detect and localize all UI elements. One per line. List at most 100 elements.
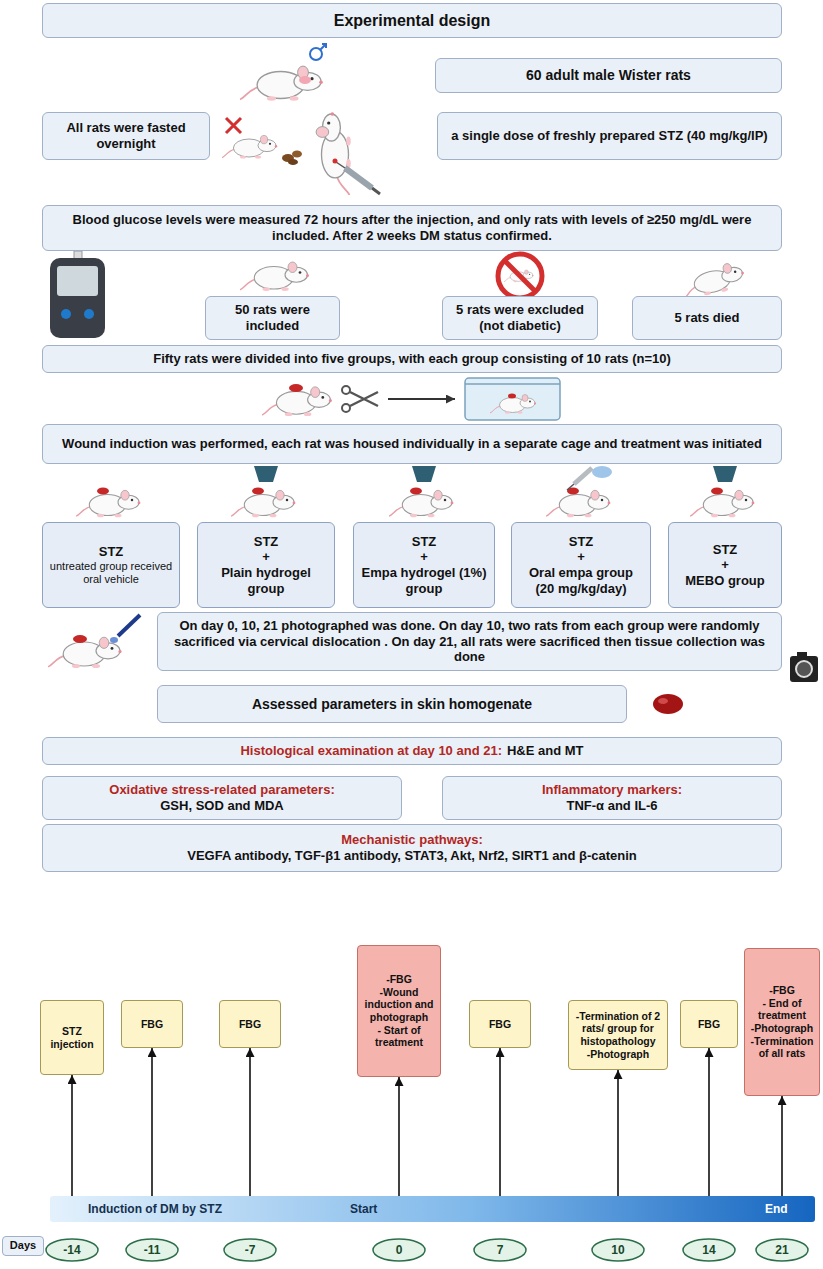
text-holder: Oxidative stress-related parameters:GSH,…	[51, 782, 393, 813]
node-text: FBG	[684, 1018, 734, 1031]
title-box: Experimental design	[42, 3, 782, 38]
node-text: FBG	[473, 1018, 527, 1031]
text-holder: 21	[755, 1243, 809, 1257]
info-box: Mechanistic pathways:VEGFA antibody, TGF…	[42, 824, 782, 872]
node-text: 10	[591, 1243, 645, 1257]
node-text: All rats were fasted overnight	[51, 120, 201, 151]
info-box: All rats were fasted overnight	[42, 112, 210, 160]
day-marker: -11	[125, 1238, 179, 1262]
info-box: Assessed parameters in skin homogenate	[157, 685, 627, 723]
timeline-box: FBG	[121, 1000, 183, 1048]
timeline-box: FBG	[680, 1000, 738, 1048]
node-text: FBG	[125, 1018, 179, 1031]
male-symbol	[310, 44, 326, 60]
text-holder: 0	[372, 1243, 426, 1257]
text-holder: Days	[5, 1239, 41, 1252]
node-text: Mechanistic pathways:	[51, 832, 773, 848]
info-box: Oxidative stress-related parameters:GSH,…	[42, 776, 402, 820]
node-text: -Photograph	[748, 1022, 816, 1035]
node-text: +	[518, 549, 644, 565]
timeline-arrow	[398, 1077, 400, 1196]
timeline-arrow	[781, 1096, 783, 1196]
text-holder: 60 adult male Wister rats	[444, 67, 773, 84]
day-outline	[756, 1239, 808, 1261]
node-text: +	[204, 549, 328, 565]
group-rat-illustrations	[76, 488, 754, 518]
text-holder: 5 rats were excluded (not diabetic)	[451, 302, 589, 333]
node-text: untreated group received oral vehicle	[49, 560, 173, 586]
info-box: 5 rats died	[632, 296, 782, 340]
node-text: Inflammatory markers:	[451, 782, 773, 798]
node-text: Empa hydrogel (1%) group	[360, 565, 488, 596]
text-holder: -7	[223, 1243, 277, 1257]
info-box: a single dose of freshly prepared STZ (4…	[437, 112, 782, 160]
hydrogel-dispensers	[254, 466, 737, 482]
text-holder: -FBG- End of treatment-Photograph-Termin…	[748, 984, 816, 1060]
node-text: Plain hydrogel group	[204, 565, 328, 596]
node-text: -Termination of all rats	[748, 1035, 816, 1060]
photograph-rat-illustration	[48, 615, 140, 668]
node-text: 5 rats died	[641, 310, 773, 326]
glucometer-icon	[50, 251, 105, 338]
text-holder: Histological examination at day 10 and 2…	[51, 743, 773, 759]
node-text: STZ injection	[44, 1025, 100, 1050]
text-holder: 5 rats died	[641, 310, 773, 326]
node-text: +	[675, 557, 775, 573]
node-text: Fifty rats were divided into five groups…	[51, 351, 773, 367]
text-holder: Inflammatory markers:TNF-α and IL-6	[451, 782, 773, 813]
text-holder: On day 0, 10, 21 photographed was done. …	[166, 618, 773, 665]
text-holder: STZ+Empa hydrogel (1%) group	[360, 534, 488, 596]
timeline-arrow	[151, 1048, 153, 1196]
node-text: -FBG	[748, 984, 816, 997]
node-text: Wound induction was performed, each rat …	[51, 436, 773, 452]
timeline-arrow	[708, 1048, 710, 1196]
node-text: -Photograph	[572, 1048, 664, 1061]
node-text: STZ	[360, 534, 488, 550]
text-holder: STZuntreated group received oral vehicle	[49, 544, 173, 586]
node-text: Induction of DM by STZ	[88, 1201, 222, 1217]
day-marker: -7	[223, 1238, 277, 1262]
text-holder: STZ+Plain hydrogel group	[204, 534, 328, 596]
node-text: STZ	[675, 542, 775, 558]
group-box: STZ+Empa hydrogel (1%) group	[353, 522, 495, 608]
day-outline	[373, 1239, 425, 1261]
timeline-key-box: -FBG-Wound induction and photograph- Sta…	[357, 945, 441, 1077]
node-text: STZ	[518, 534, 644, 550]
node-text: Days	[5, 1239, 41, 1252]
timeline-arrow	[499, 1048, 501, 1196]
rat-illustration	[240, 66, 323, 101]
node-text: VEGFA antibody, TGF-β1 antibody, STAT3, …	[51, 848, 773, 864]
node-text: FBG	[223, 1018, 277, 1031]
text-holder: FBG	[473, 1018, 527, 1031]
text-holder: FBG	[125, 1018, 179, 1031]
node-text: 50 rats were included	[214, 302, 331, 333]
day-marker: 7	[473, 1238, 527, 1262]
node-text: -11	[125, 1243, 179, 1257]
node-text: End	[765, 1201, 788, 1217]
day-outline	[683, 1239, 735, 1261]
skin-tissue-icon	[653, 694, 683, 714]
day-outline	[46, 1239, 98, 1261]
node-text: +	[360, 549, 488, 565]
day-marker: 10	[591, 1238, 645, 1262]
node-text: Oxidative stress-related parameters:	[51, 782, 393, 798]
node-text: Blood glucose levels were measured 72 ho…	[51, 212, 773, 243]
day-marker: 0	[372, 1238, 426, 1262]
node-text: -Termination of 2 rats/ group for histop…	[572, 1010, 664, 1048]
node-text: H&E and MT	[507, 743, 584, 759]
day-outline	[592, 1239, 644, 1261]
camera-icon	[790, 652, 818, 682]
node-text: Histological examination at day 10 and 2…	[240, 743, 502, 759]
timeline-arrow	[249, 1048, 251, 1196]
node-text: -Wound induction and photograph	[361, 986, 437, 1024]
timeline-arrow	[71, 1075, 73, 1196]
day-outline	[224, 1239, 276, 1261]
node-text: On day 0, 10, 21 photographed was done. …	[166, 618, 773, 665]
node-text: Oral empa group (20 mg/kg/day)	[518, 565, 644, 596]
rat-illustration	[240, 262, 309, 291]
node-text: 5 rats were excluded (not diabetic)	[451, 302, 589, 333]
info-box: Fifty rats were divided into five groups…	[42, 345, 782, 373]
text-holder: FBG	[223, 1018, 277, 1031]
text-holder: 7	[473, 1243, 527, 1257]
